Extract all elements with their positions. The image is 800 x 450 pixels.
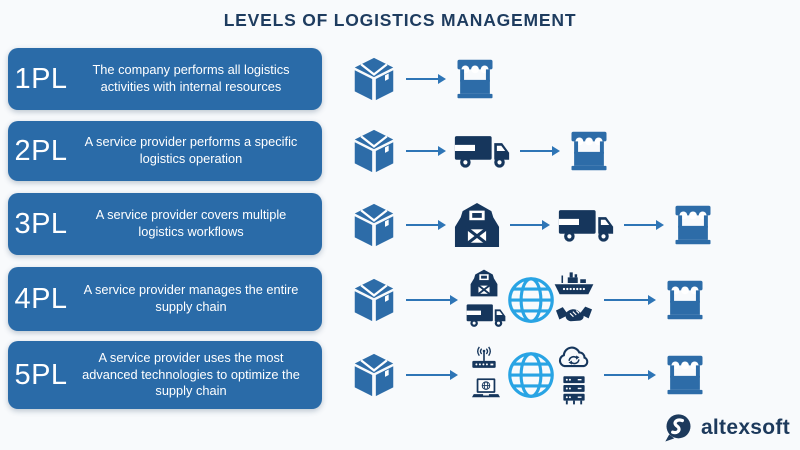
cluster-slot	[506, 274, 556, 326]
cluster-slot	[466, 376, 506, 404]
altexsoft-logo-text: altexsoft	[700, 415, 790, 439]
cluster-slot	[556, 300, 592, 330]
flow-row-2pl	[352, 116, 610, 186]
level-label: 1PL	[14, 62, 68, 95]
cluster-slot	[466, 301, 506, 329]
flow-arrow-icon	[406, 74, 446, 84]
handshake-icon	[556, 300, 592, 330]
cluster-slot	[554, 269, 594, 297]
flow-row-1pl	[352, 44, 496, 114]
cluster-slot	[466, 344, 502, 372]
level-card-4pl: 4PL A service provider manages the entir…	[8, 267, 322, 331]
altexsoft-logo-icon	[665, 414, 691, 442]
flow-arrow-icon	[604, 295, 656, 305]
router-icon	[466, 344, 502, 372]
store-icon	[664, 353, 706, 397]
level-card-3pl: 3PL A service provider covers multiple l…	[8, 193, 322, 255]
page-title: LEVELS OF LOGISTICS MANAGEMENT	[223, 10, 577, 30]
cluster-slot	[556, 375, 592, 405]
store-icon	[568, 129, 610, 173]
level-description: A service provider manages the entire su…	[83, 282, 299, 314]
server-icon	[556, 375, 592, 405]
flow-arrow-icon	[406, 146, 446, 156]
level-label: 5PL	[14, 358, 68, 391]
cluster-slot	[506, 349, 556, 401]
cluster-slot	[554, 344, 594, 372]
level-card-5pl: 5PL A service provider uses the most adv…	[8, 341, 322, 409]
level-card-1pl: 1PL The company performs all logistics a…	[8, 48, 322, 110]
level-description: A service provider covers multiple logis…	[95, 207, 287, 239]
box-icon	[352, 277, 396, 323]
box-icon	[352, 352, 396, 398]
level-description: The company performs all logistics activ…	[92, 62, 290, 94]
altexsoft-logo: altexsoft	[663, 412, 790, 443]
level-description: A service provider uses the most advance…	[82, 349, 300, 399]
ship-icon	[554, 269, 594, 297]
cluster-slot	[466, 269, 502, 297]
globe-icon	[506, 349, 556, 401]
truck-icon	[454, 133, 510, 169]
flow-arrow-icon	[624, 220, 664, 230]
flow-row-4pl	[352, 265, 706, 335]
box-icon	[352, 202, 396, 248]
flow-arrow-icon	[510, 220, 550, 230]
level-label: 3PL	[14, 207, 68, 240]
flow-row-3pl	[352, 190, 714, 260]
store-icon	[454, 57, 496, 101]
truck-icon	[466, 301, 506, 329]
store-icon	[664, 278, 706, 322]
icon-cluster	[466, 344, 594, 406]
flow-arrow-icon	[406, 370, 458, 380]
flow-arrow-icon	[406, 295, 458, 305]
store-icon	[672, 203, 714, 247]
truck-icon	[558, 207, 614, 243]
box-icon	[352, 56, 396, 102]
globe-icon	[506, 274, 556, 326]
box-icon	[352, 128, 396, 174]
barn-icon	[454, 202, 500, 248]
barn-icon	[466, 269, 502, 297]
laptop-icon	[466, 376, 506, 404]
flow-arrow-icon	[406, 220, 446, 230]
flow-arrow-icon	[604, 370, 656, 380]
flow-arrow-icon	[520, 146, 560, 156]
level-label: 4PL	[14, 282, 68, 315]
level-label: 2PL	[14, 134, 68, 167]
level-description: A service provider performs a specific l…	[84, 134, 298, 166]
cloud-icon	[554, 344, 594, 372]
icon-cluster	[466, 269, 594, 331]
level-card-2pl: 2PL A service provider performs a specif…	[8, 121, 322, 181]
flow-row-5pl	[352, 340, 706, 410]
